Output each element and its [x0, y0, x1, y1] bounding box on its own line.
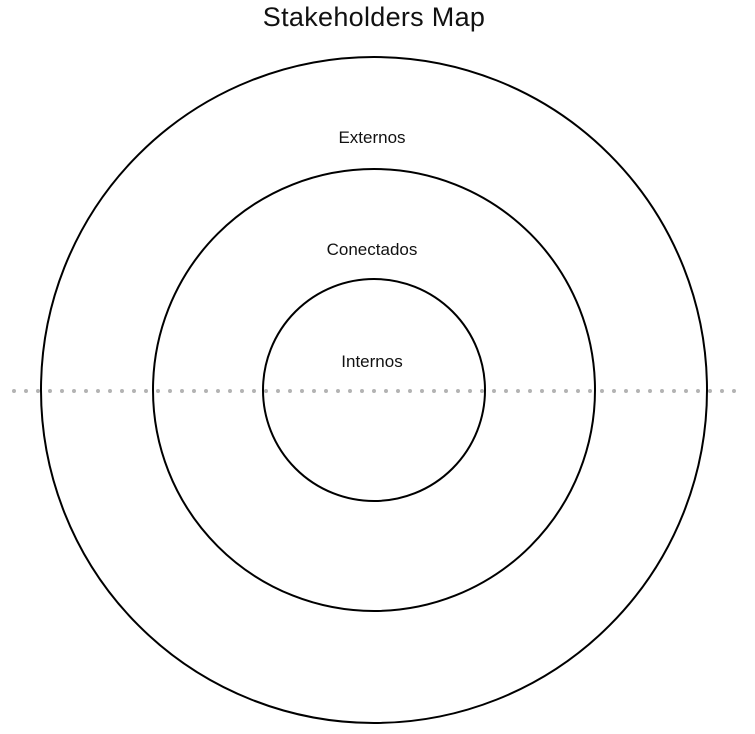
label-externos: Externos [338, 128, 406, 147]
divider-dot [444, 389, 448, 393]
horizontal-divider [12, 389, 736, 393]
divider-dot [312, 389, 316, 393]
divider-dot [672, 389, 676, 393]
divider-dot [348, 389, 352, 393]
divider-dot [636, 389, 640, 393]
divider-dot [228, 389, 232, 393]
divider-dot [516, 389, 520, 393]
divider-dot [480, 389, 484, 393]
divider-dot [504, 389, 508, 393]
divider-dot [372, 389, 376, 393]
middle-ring-conectados [152, 168, 596, 612]
divider-dot [276, 389, 280, 393]
divider-dot [720, 389, 724, 393]
divider-dot [300, 389, 304, 393]
divider-dot [564, 389, 568, 393]
divider-dot [684, 389, 688, 393]
divider-dot [324, 389, 328, 393]
divider-dot [660, 389, 664, 393]
divider-dot [696, 389, 700, 393]
divider-dot [600, 389, 604, 393]
divider-dot [612, 389, 616, 393]
divider-dot [468, 389, 472, 393]
divider-dot [384, 389, 388, 393]
divider-dot [732, 389, 736, 393]
divider-dot [528, 389, 532, 393]
divider-dot [492, 389, 496, 393]
divider-dot [12, 389, 16, 393]
divider-dot [288, 389, 292, 393]
divider-dot [252, 389, 256, 393]
divider-dot [192, 389, 196, 393]
divider-dot [432, 389, 436, 393]
divider-dot [624, 389, 628, 393]
divider-dot [240, 389, 244, 393]
divider-dot [120, 389, 124, 393]
divider-dot [552, 389, 556, 393]
divider-dot [48, 389, 52, 393]
label-internos: Internos [341, 352, 403, 371]
divider-dot [408, 389, 412, 393]
divider-dot [648, 389, 652, 393]
divider-dot [84, 389, 88, 393]
divider-dot [360, 389, 364, 393]
divider-dot [96, 389, 100, 393]
divider-dot [24, 389, 28, 393]
divider-dot [144, 389, 148, 393]
inner-ring-internos [262, 278, 486, 502]
divider-dot [108, 389, 112, 393]
divider-dot [396, 389, 400, 393]
divider-dot [72, 389, 76, 393]
divider-dot [708, 389, 712, 393]
page-title: Stakeholders Map [262, 2, 486, 32]
divider-dot [168, 389, 172, 393]
divider-dot [336, 389, 340, 393]
divider-dot [420, 389, 424, 393]
divider-dot [204, 389, 208, 393]
outer-ring-externos [40, 56, 708, 724]
divider-dot [60, 389, 64, 393]
divider-dot [216, 389, 220, 393]
label-conectados: Conectados [326, 240, 418, 259]
divider-dot [180, 389, 184, 393]
divider-dot [576, 389, 580, 393]
divider-dot [456, 389, 460, 393]
divider-dot [264, 389, 268, 393]
divider-dot [588, 389, 592, 393]
divider-dot [540, 389, 544, 393]
divider-dot [36, 389, 40, 393]
divider-dot [132, 389, 136, 393]
divider-dot [156, 389, 160, 393]
